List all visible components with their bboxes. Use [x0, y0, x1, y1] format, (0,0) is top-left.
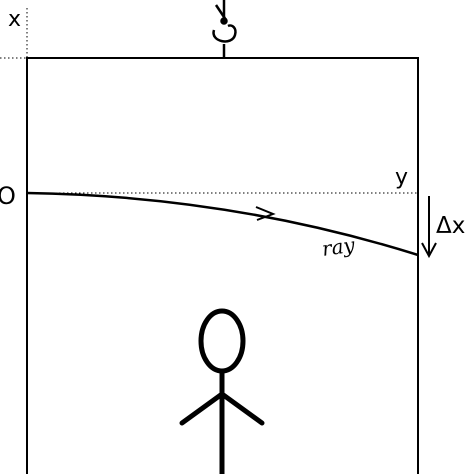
- stick-figure-observer: [179, 308, 265, 474]
- stick-figure-head: [198, 308, 246, 374]
- hook-icon: [212, 0, 237, 58]
- delta-x-label: Δx: [436, 213, 465, 239]
- ray-label: ray: [320, 233, 356, 261]
- delta-x-arrow-icon: [421, 196, 437, 259]
- stick-figure-right-arm: [219, 391, 265, 426]
- ray-direction-arrow-icon: [255, 206, 276, 221]
- origin-label: O: [0, 182, 16, 210]
- stick-figure-left-arm: [179, 391, 225, 426]
- elevator-box: [26, 57, 419, 474]
- light-ray-curve: [26, 191, 419, 257]
- x-axis-label: x: [8, 7, 21, 32]
- y-axis-label: y: [395, 165, 408, 190]
